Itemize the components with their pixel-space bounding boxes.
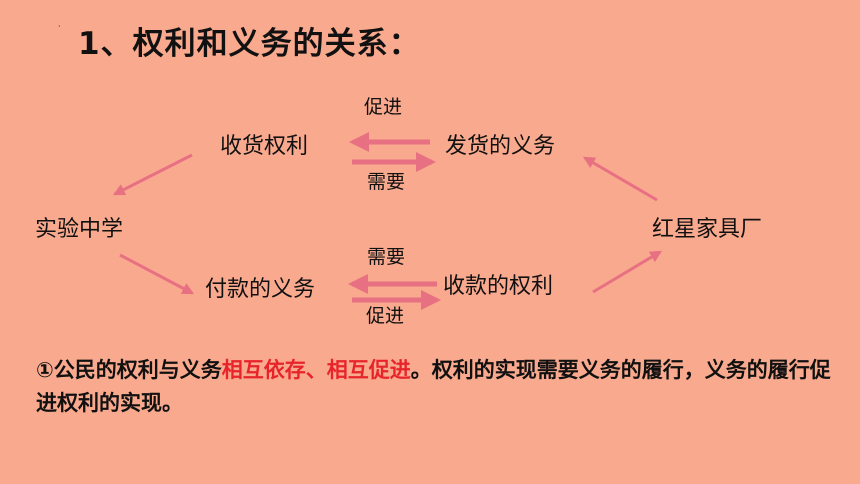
- node-receive-payment-right: 收款的权利: [443, 274, 554, 299]
- arrow-bottom-right-to-factory: [592, 250, 663, 294]
- conclusion-text: ①公民的权利与义务相互依存、相互促进。权利的实现需要义务的履行，义务的履行促进权…: [36, 354, 836, 420]
- label-bottom-promote: 促进: [366, 305, 405, 327]
- arrow-school-to-bottom-left: [119, 253, 195, 295]
- conclusion-highlight: 相互依存、相互促进: [221, 358, 411, 382]
- arrow-factory-to-top-right: [582, 156, 658, 202]
- arrow-top-left-to-school: [112, 153, 193, 196]
- conclusion-part2: 。权利的实现需要义务的履行，义务的履行促进权利的实现。: [36, 358, 831, 415]
- conclusion-part1: ①公民的权利与义务: [36, 358, 222, 382]
- label-bottom-need: 需要: [367, 246, 406, 268]
- label-top-promote: 促进: [364, 96, 403, 118]
- node-ship-goods-duty: 发货的义务: [445, 134, 556, 159]
- page-title: 1、权利和义务的关系：: [78, 26, 421, 62]
- node-payment-duty: 付款的义务: [205, 277, 316, 302]
- label-top-need: 需要: [367, 171, 406, 193]
- node-experimental-school: 实验中学: [35, 217, 124, 242]
- bullet-dot: ·: [58, 22, 61, 31]
- node-receive-goods-right: 收货权利: [220, 134, 309, 159]
- node-hongxing-furniture-factory: 红星家具厂: [652, 217, 763, 242]
